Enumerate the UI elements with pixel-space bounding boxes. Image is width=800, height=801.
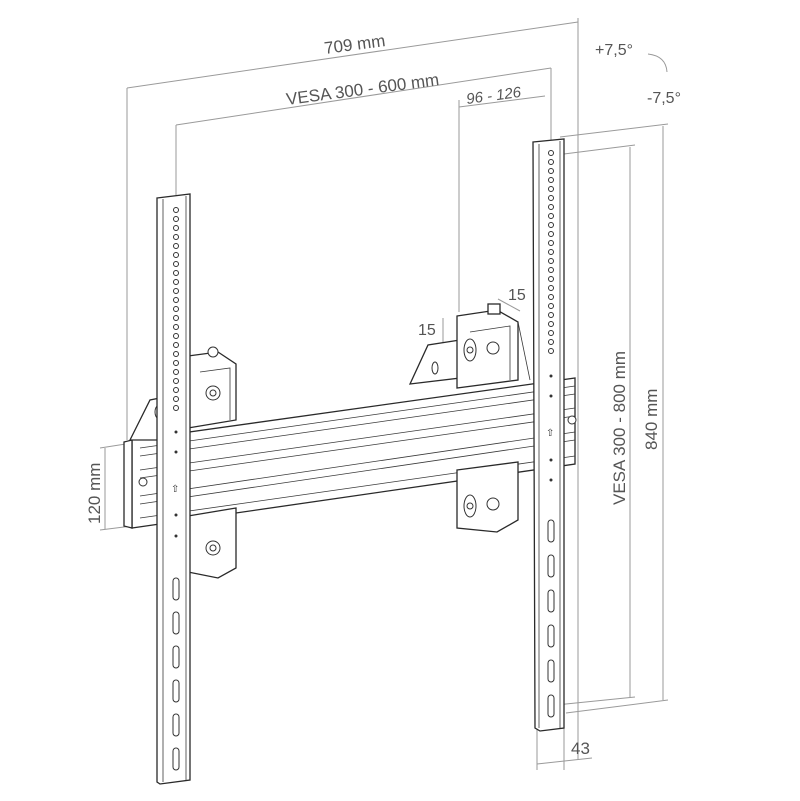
label-hook-offset: 96 - 126 bbox=[465, 84, 522, 108]
hook-brackets bbox=[187, 303, 531, 579]
label-rail-height: 120 mm bbox=[85, 463, 104, 524]
label-adjust-vertical: 15 bbox=[418, 322, 436, 339]
right-arm-holes bbox=[547, 150, 555, 718]
right-vertical-arm: ⇧ bbox=[532, 138, 565, 732]
label-overall-width: 709 mm bbox=[323, 31, 386, 58]
label-adjust-horizontal: 15 bbox=[508, 287, 526, 304]
dimension-lines bbox=[99, 18, 669, 770]
up-arrow-icon-left: ⇧ bbox=[171, 484, 179, 495]
label-vesa-horizontal: VESA 300 - 600 mm bbox=[285, 70, 440, 109]
label-overall-height: 840 mm bbox=[642, 389, 661, 450]
label-wall-depth: 43 bbox=[571, 739, 590, 758]
up-arrow-icon-right: ⇧ bbox=[546, 428, 554, 439]
label-tilt-down: -7,5° bbox=[647, 90, 681, 107]
label-tilt-up: +7,5° bbox=[595, 42, 633, 59]
left-vertical-arm: ⇧ bbox=[156, 193, 191, 785]
left-arm-holes bbox=[172, 207, 180, 771]
label-vesa-vertical: VESA 300 - 800 mm bbox=[610, 351, 629, 505]
